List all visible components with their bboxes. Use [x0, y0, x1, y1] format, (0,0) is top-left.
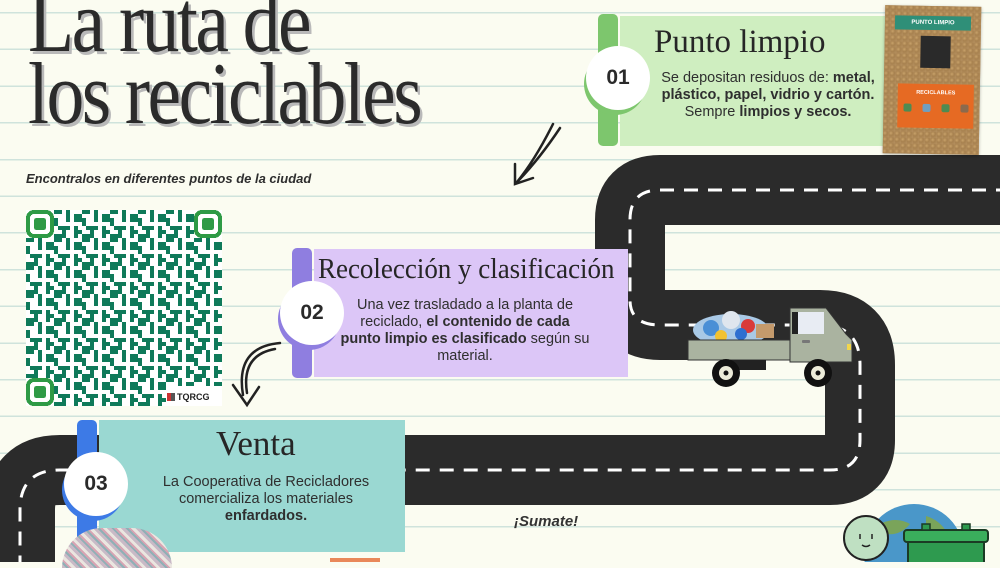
subtitle: Encontralos en diferentes puntos de la c…	[26, 171, 312, 186]
step-number-badge: 01	[586, 46, 650, 110]
recycling-truck-illustration	[686, 300, 858, 392]
step-title: Venta	[216, 424, 296, 463]
step-panel	[314, 249, 628, 377]
title-line-2: los reciclables	[28, 46, 423, 143]
qr-brand-icon	[167, 393, 175, 401]
step-panel	[99, 420, 405, 552]
step-card-recoleccion: Recolección y clasificación Una vez tras…	[280, 247, 630, 379]
smiling-character-icon	[843, 515, 889, 561]
step-number-badge: 02	[280, 281, 344, 345]
page-title: La ruta de los reciclables	[28, 0, 423, 143]
step-card-punto-limpio: Punto limpio Se depositan residuos de: m…	[586, 14, 890, 148]
bin-sign-bottom: RECICLABLES	[897, 83, 974, 129]
step-number-badge: 03	[64, 452, 128, 516]
qr-brand-label: TQRCG	[167, 392, 210, 402]
curved-arrow-icon	[231, 341, 282, 408]
title-line-1: La ruta de	[28, 0, 312, 71]
punto-limpio-bin-photo: PUNTO LIMPIO RECICLABLES	[882, 5, 982, 155]
earth-and-bin-illustration	[830, 494, 1000, 568]
step-panel	[620, 16, 890, 146]
step-description: Una vez trasladado a la planta de recicl…	[340, 297, 590, 364]
step-card-venta: Venta La Cooperativa de Recicladores com…	[62, 420, 408, 562]
step-title: Punto limpio	[654, 24, 826, 60]
bin-sign-top: PUNTO LIMPIO	[894, 15, 972, 31]
step-title: Recolección y clasificación	[318, 253, 615, 285]
recycled-bale-photo	[62, 528, 172, 568]
step-description: Se depositan residuos de: metal, plástic…	[661, 70, 875, 120]
qr-code[interactable]	[26, 210, 222, 406]
call-to-action: ¡Sumate!	[514, 513, 579, 530]
bin-slot	[920, 35, 951, 69]
qr-finder-top-left	[26, 210, 54, 238]
hand-drawn-arrow-icon	[513, 122, 562, 186]
orange-tag	[330, 558, 380, 562]
green-trash-bin-icon	[903, 523, 989, 568]
road-center-dashes	[18, 188, 1000, 562]
step-description: La Cooperativa de Recicladores comercial…	[162, 474, 370, 524]
